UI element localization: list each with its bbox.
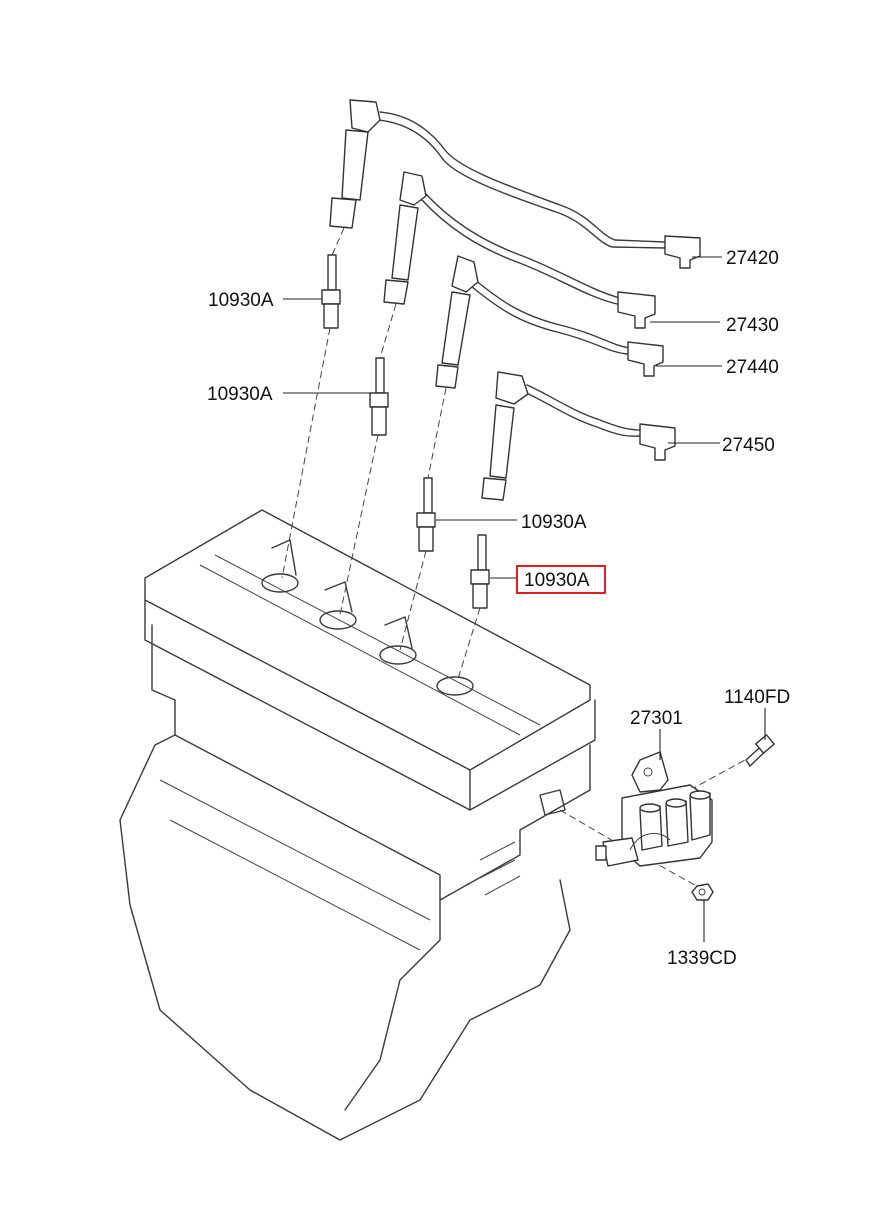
ignition-coil-icon — [595, 751, 713, 867]
spark-plug-3-icon — [416, 477, 436, 552]
spark-plug-4-icon — [470, 534, 490, 609]
ht-cables — [377, 111, 666, 437]
plug-boots — [329, 99, 529, 501]
alignment-lines — [281, 227, 746, 889]
nut-icon — [691, 883, 714, 901]
label-coil-27301[interactable]: 27301 — [630, 708, 683, 729]
engine-block — [119, 509, 596, 1141]
label-nut-1339cd[interactable]: 1339CD — [667, 948, 737, 969]
spark-plug-1-icon — [321, 254, 341, 329]
label-plug-2[interactable]: 10930A — [207, 384, 273, 405]
callout-labels: 10930A 10930A 10930A 10930A 27420 27430 … — [207, 248, 790, 969]
leader-lines — [283, 256, 766, 942]
spark-plug-2-icon — [369, 357, 389, 436]
label-cable-27430[interactable]: 27430 — [726, 315, 779, 336]
spark-plugs — [321, 254, 490, 609]
cable-connectors — [617, 235, 701, 461]
label-plug-4[interactable]: 10930A — [524, 570, 590, 591]
label-cable-27440[interactable]: 27440 — [726, 357, 779, 378]
label-cable-27450[interactable]: 27450 — [722, 435, 775, 456]
label-bolt-1140fd[interactable]: 1140FD — [724, 687, 790, 708]
bolt-icon — [745, 734, 775, 767]
label-plug-3[interactable]: 10930A — [521, 512, 587, 533]
highlight-box — [516, 565, 606, 594]
label-cable-27420[interactable]: 27420 — [726, 248, 779, 269]
label-plug-1[interactable]: 10930A — [208, 290, 274, 311]
